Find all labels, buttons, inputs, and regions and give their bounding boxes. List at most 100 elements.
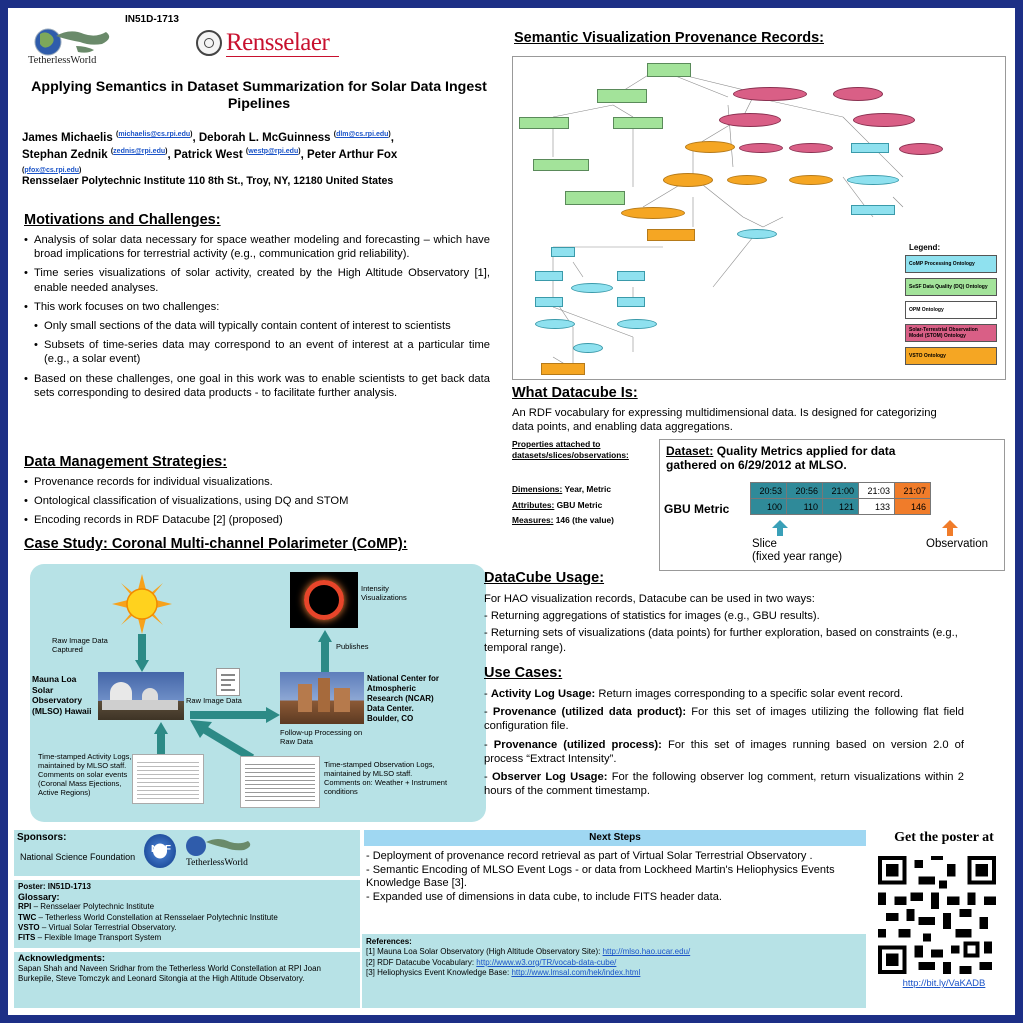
arrow-up-icon — [318, 630, 332, 674]
legend-item: OPM Ontology — [905, 301, 997, 319]
graph-node — [789, 143, 833, 153]
affiliation: Rensselaer Polytechnic Institute 110 8th… — [22, 175, 394, 187]
legend-title: Legend: — [909, 243, 941, 252]
email-link[interactable]: dlm@cs.rpi.edu — [336, 131, 389, 138]
graph-node — [739, 143, 783, 153]
list-item: Provenance records for individual visual… — [24, 475, 490, 489]
poster-id: IN51D-1713 — [125, 14, 179, 25]
graph-node — [833, 87, 883, 101]
rensselaer-wordmark: Rensselaer — [226, 29, 330, 56]
value-cell: 110 — [786, 498, 823, 515]
followup-label: Follow-up Processing on Raw Data — [280, 728, 363, 746]
strategies-heading: Data Management Strategies: — [24, 454, 228, 470]
raw-captured-label: Raw Image Data Captured — [52, 636, 108, 654]
row-label: GBU Metric — [664, 502, 730, 516]
datacube-table: 20:53 20:56 21:00 21:03 21:07 100 110 12… — [750, 482, 931, 515]
graph-node — [565, 191, 625, 205]
list-item: Time series visualizations of solar acti… — [24, 266, 490, 294]
datacube-example: Dataset: Quality Metrics applied for dat… — [659, 439, 1005, 571]
list-item: Only small sections of the data will typ… — [34, 319, 490, 333]
arrow-right-icon — [190, 707, 280, 723]
datacube-desc: An RDF vocabulary for expressing multidi… — [512, 407, 937, 434]
mlso-label: Mauna Loa Solar Observatory (MLSO) Hawai… — [32, 674, 92, 716]
graph-node — [535, 319, 575, 329]
tetherless-world-logo: TetherlessWorld — [26, 22, 124, 68]
dataset-label: Dataset: — [666, 444, 714, 458]
graph-node — [719, 113, 781, 127]
email-link[interactable]: westp@rpi.edu — [248, 147, 299, 155]
graph-node — [853, 113, 915, 127]
intensity-label: Intensity Visualizations — [361, 584, 407, 602]
case-study-heading: Case Study: Coronal Multi-channel Polari… — [24, 536, 408, 552]
graph-node — [733, 87, 807, 101]
list-item: Based on these challenges, one goal in t… — [24, 372, 490, 400]
graph-node — [647, 229, 695, 241]
email-link[interactable]: michaelis@cs.rpi.edu — [118, 131, 191, 138]
ncar-photo — [280, 672, 364, 724]
corona-image — [290, 572, 358, 628]
list-item: Encoding records in RDF Datacube [2] (pr… — [24, 513, 490, 527]
reference-link[interactable]: http://www.w3.org/TR/vocab-data-cube/ — [476, 957, 617, 967]
rensselaer-rule — [226, 56, 339, 57]
observation-label: Observation — [926, 538, 989, 550]
rensselaer-seal-icon — [196, 30, 222, 56]
value-cell: 100 — [750, 498, 787, 515]
time-cell: 20:56 — [786, 482, 823, 499]
graph-node — [533, 159, 589, 171]
graph-node — [535, 271, 563, 281]
list-item: Subsets of time-series data may correspo… — [34, 338, 490, 366]
acknowledgments-panel: Acknowledgments: Sapan Shah and Naveen S… — [14, 952, 360, 1008]
ncar-label: National Center for Atmospheric Research… — [367, 674, 440, 723]
motivations-heading: Motivations and Challenges: — [24, 212, 221, 228]
list-item: Ontological classification of visualizat… — [24, 494, 490, 508]
observation-arrow-icon — [942, 520, 958, 536]
raw-image-label: Raw Image Data — [186, 696, 242, 705]
list-item: Analysis of solar data necessary for spa… — [24, 233, 490, 261]
reference-link[interactable]: http://www.lmsal.com/hek/index.html — [511, 968, 641, 978]
graph-node — [573, 343, 603, 353]
author-list: James Michaelis (michaelis@cs.rpi.edu), … — [22, 131, 398, 174]
slice-label: Slice (fixed year range) — [752, 538, 843, 563]
arrow-up-icon — [154, 722, 168, 756]
graph-node — [851, 143, 889, 153]
short-url-link[interactable]: http://bit.ly/VaKADB — [902, 978, 986, 989]
strategies-list: Provenance records for individual visual… — [24, 475, 490, 533]
next-steps-panel: Next Steps - Deployment of provenance re… — [364, 830, 866, 930]
graph-node — [847, 175, 899, 185]
usage-body: For HAO visualization records, Datacube … — [484, 593, 958, 654]
graph-node — [551, 247, 575, 257]
graph-node — [727, 175, 767, 185]
slice-arrow-icon — [772, 520, 788, 536]
graph-node — [541, 363, 585, 375]
graph-node — [899, 143, 943, 155]
arrow-diagonal-icon — [190, 720, 256, 762]
legend-item: SeSF Data Quality (DQ) Ontology — [905, 278, 997, 296]
references-panel: References: [1] Mauna Loa Solar Observat… — [362, 934, 866, 1008]
datacube-properties: Properties attached to datasets/slices/o… — [512, 439, 629, 525]
time-cell: 20:53 — [750, 482, 787, 499]
provenance-heading: Semantic Visualization Provenance Record… — [514, 30, 824, 46]
time-cell: 21:03 — [858, 482, 895, 499]
email-link[interactable]: pfox@cs.rpi.edu — [24, 166, 80, 174]
motivations-list: Analysis of solar data necessary for spa… — [24, 233, 490, 405]
use-cases-body: - Activity Log Usage: Return images corr… — [484, 688, 965, 798]
legend-item: Solar-Terrestrial Observation Model (STO… — [905, 324, 997, 342]
tetherless-world-logo: TetherlessWorld — [180, 834, 260, 872]
graph-node — [519, 117, 569, 129]
sponsors-panel: Sponsors: National Science Foundation NS… — [14, 830, 360, 876]
graph-node — [535, 297, 563, 307]
time-cell: 21:00 — [822, 482, 859, 499]
reference-link[interactable]: http://mlso.hao.ucar.edu/ — [602, 947, 691, 957]
graph-node — [851, 205, 895, 215]
email-link[interactable]: zednis@rpi.edu — [113, 147, 166, 155]
graph-node — [617, 271, 645, 281]
value-cell: 146 — [894, 498, 931, 515]
usage-heading: DataCube Usage: — [484, 570, 605, 586]
activity-log-image — [132, 754, 204, 804]
glossary-panel: Poster: IN51D-1713 Glossary: RPI – Renss… — [14, 880, 360, 948]
graph-node — [617, 319, 657, 329]
qr-code-icon[interactable] — [878, 856, 996, 974]
provenance-graph: Legend: CoMP Processing Ontology SeSF Da… — [512, 56, 1006, 380]
graph-node — [685, 141, 735, 153]
graph-node — [647, 63, 691, 77]
